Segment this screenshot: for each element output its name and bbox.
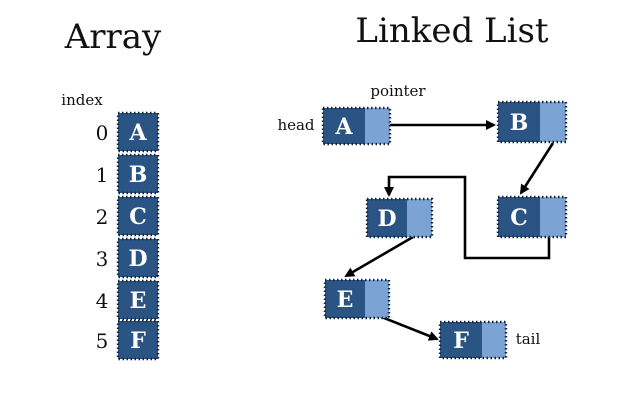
arrow-e-to-f [373, 312, 439, 341]
node-f: F [438, 320, 508, 360]
array-value: C [129, 204, 147, 230]
array-value: E [130, 288, 147, 314]
node-value: A [334, 114, 353, 140]
array-index: 3 [96, 247, 109, 271]
node-value: C [510, 205, 528, 231]
array-index: 4 [96, 289, 109, 313]
node-value: E [337, 287, 354, 313]
node-c: C [496, 195, 568, 239]
pointer-label: pointer [370, 82, 426, 100]
node-value: B [510, 110, 529, 136]
arrow-c-to-d [384, 175, 551, 260]
array-cell-5: 5 F [96, 319, 160, 361]
node-a: A [321, 106, 392, 146]
array-index: 1 [96, 163, 109, 187]
node-b: B [496, 100, 568, 144]
pointer-arrows [344, 120, 555, 341]
head-label: head [277, 116, 314, 134]
array-index: 5 [96, 329, 109, 353]
array-index: 2 [96, 205, 109, 229]
arrow-b-to-c [519, 142, 555, 195]
array-cell-1: 1 B [96, 153, 160, 195]
node-d: D [365, 197, 434, 239]
linked-list-title: Linked List [355, 11, 549, 51]
node-e: E [323, 278, 391, 320]
array-value: D [128, 246, 147, 272]
array-index: 0 [96, 121, 109, 145]
tail-label: tail [516, 330, 541, 348]
arrow-d-to-e [344, 235, 414, 278]
array-cell-0: 0 A [96, 111, 160, 153]
array-cell-4: 4 E [96, 279, 160, 321]
array-cell-3: 3 D [96, 237, 160, 279]
array-value: B [129, 162, 148, 188]
node-value: F [453, 328, 469, 354]
node-value: D [377, 206, 396, 232]
index-label: index [61, 91, 103, 109]
array-value: F [130, 328, 146, 354]
array-value: A [128, 120, 147, 146]
array-title: Array [64, 17, 162, 57]
array-cell-2: 2 C [96, 195, 160, 237]
